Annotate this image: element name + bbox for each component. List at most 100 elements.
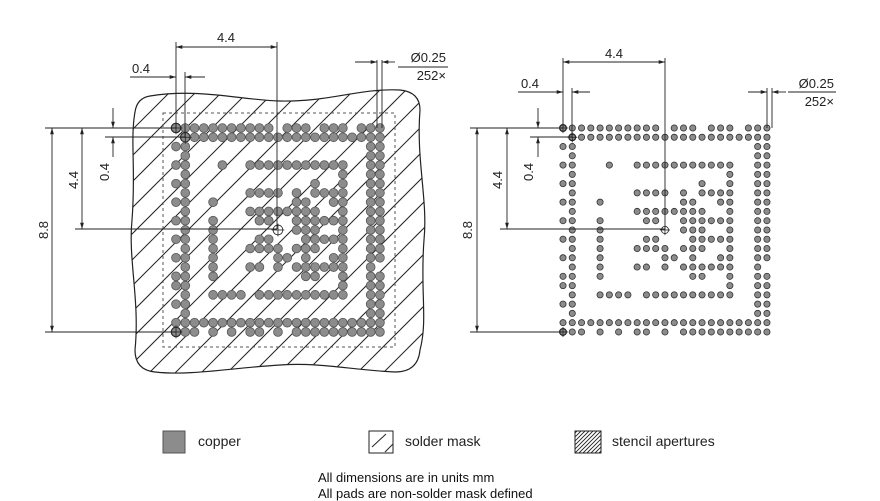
copper-pad	[254, 160, 265, 170]
copper-pad	[328, 160, 339, 170]
copper-pad	[273, 252, 283, 263]
copper-pad	[763, 319, 771, 327]
copper-pad	[726, 328, 734, 336]
copper-pad	[568, 319, 576, 327]
copper-pad	[189, 327, 200, 337]
copper-pad	[365, 271, 376, 282]
copper-pad	[365, 225, 376, 235]
copper-pad	[291, 243, 302, 254]
copper-pad	[291, 225, 302, 235]
copper-pad	[689, 133, 697, 141]
copper-pad	[652, 189, 660, 197]
copper-pad	[310, 206, 320, 217]
copper-pad	[698, 263, 706, 271]
copper-pad	[717, 328, 725, 336]
copper-pad	[180, 160, 191, 170]
copper-pad	[375, 252, 385, 263]
dim-half-height-left: 4.4	[66, 171, 81, 189]
copper-pad	[596, 235, 604, 243]
copper-pad	[171, 299, 181, 309]
copper-pad	[754, 235, 762, 243]
copper-pad	[375, 290, 385, 300]
copper-pad	[282, 290, 293, 300]
copper-pad	[375, 178, 385, 189]
copper-pad	[375, 308, 385, 319]
copper-pad	[689, 319, 697, 327]
copper-pad	[180, 290, 191, 300]
copper-pad	[300, 290, 311, 300]
copper-pad	[568, 161, 576, 169]
copper-pad	[347, 327, 357, 337]
copper-pad	[754, 309, 762, 317]
dim-half-width-left: 4.4	[217, 30, 235, 45]
copper-pad	[624, 291, 632, 299]
copper-pad	[726, 133, 734, 141]
copper-pad	[180, 225, 191, 235]
copper-pad	[707, 161, 715, 169]
copper-pad	[698, 235, 706, 243]
copper-pad	[596, 198, 604, 206]
copper-pad	[689, 254, 697, 262]
copper-pad	[587, 124, 595, 132]
copper-pad	[596, 245, 604, 253]
copper-pad	[763, 254, 771, 262]
copper-pad	[338, 280, 348, 291]
copper-pad	[300, 197, 311, 207]
copper-pad	[338, 252, 348, 263]
copper-pad	[670, 254, 678, 262]
dimensions-left	[45, 42, 448, 333]
copper-pad	[605, 319, 613, 327]
copper-pad	[245, 317, 255, 328]
copper-pad	[263, 215, 274, 226]
copper-pad	[263, 290, 274, 300]
copper-pad	[717, 124, 725, 132]
copper-pad	[171, 160, 181, 170]
copper-pad	[670, 319, 678, 327]
copper-pad	[726, 217, 734, 225]
copper-pad	[365, 280, 376, 291]
copper-pad	[689, 226, 697, 234]
copper-pad	[689, 272, 697, 280]
copper-pad	[208, 262, 218, 272]
copper-pad	[680, 291, 688, 299]
dim-full-height-right: 8.8	[460, 221, 475, 239]
copper-pad	[726, 235, 734, 243]
copper-pad	[245, 327, 255, 337]
copper-pad	[763, 235, 771, 243]
copper-pad	[652, 207, 660, 215]
copper-pad	[245, 243, 255, 254]
copper-pad	[689, 245, 697, 253]
copper-pad	[291, 123, 302, 133]
copper-pad	[171, 215, 181, 226]
copper-pad	[587, 319, 595, 327]
copper-pad	[300, 252, 311, 263]
copper-pad	[670, 291, 678, 299]
copper-pad	[338, 132, 348, 143]
copper-pad	[726, 272, 734, 280]
copper-pad	[726, 198, 734, 206]
copper-pad	[171, 271, 181, 282]
copper-pad	[689, 217, 697, 225]
copper-pad	[763, 291, 771, 299]
package-outline	[162, 112, 396, 348]
copper-pad	[300, 206, 311, 217]
copper-pad	[338, 271, 348, 282]
copper-pad	[568, 300, 576, 308]
copper-pad	[375, 327, 385, 337]
dim-half-width-right: 4.4	[605, 46, 623, 61]
copper-pad	[763, 189, 771, 197]
copper-pad	[559, 272, 567, 280]
copper-pad	[726, 282, 734, 290]
copper-pad	[754, 272, 762, 280]
copper-pad	[254, 188, 265, 198]
copper-pad	[356, 132, 367, 143]
copper-pad	[291, 317, 302, 328]
copper-pad	[596, 124, 604, 132]
copper-pad	[245, 132, 255, 143]
copper-pad	[763, 282, 771, 290]
copper-pad	[365, 169, 376, 180]
copper-pad	[698, 161, 706, 169]
copper-pad	[273, 206, 283, 217]
copper-pad	[180, 234, 191, 245]
copper-pad	[263, 188, 274, 198]
